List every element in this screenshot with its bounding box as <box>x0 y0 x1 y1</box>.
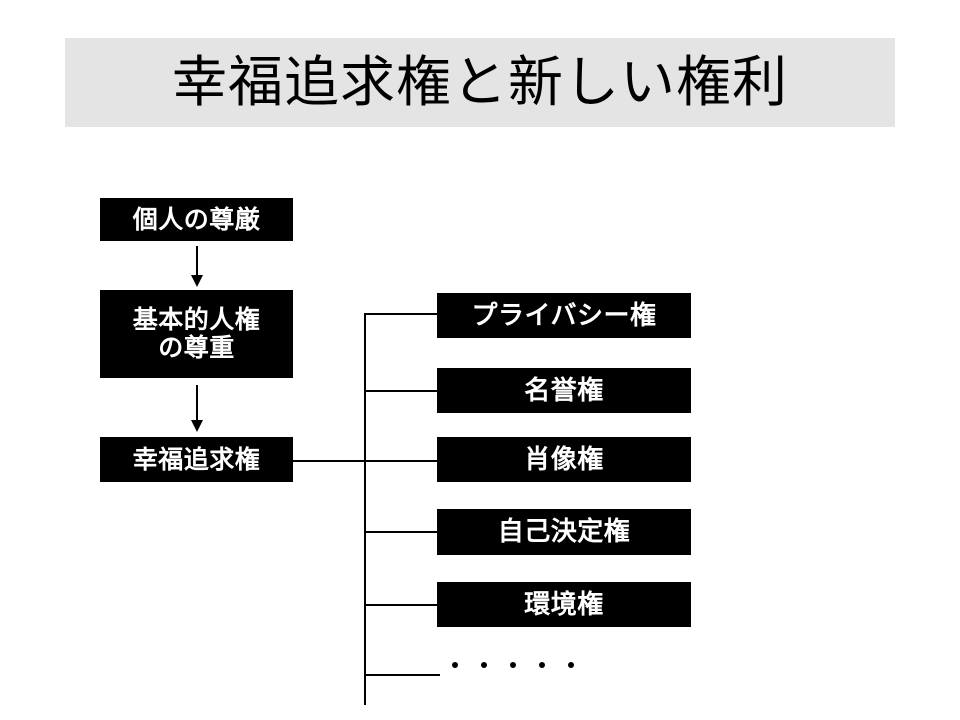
ellipsis-dot <box>539 662 545 668</box>
ellipsis-dots <box>452 662 574 668</box>
node-box-portrait-right: 肖像権 <box>437 437 691 482</box>
connector-branch-self-determination <box>364 531 438 533</box>
node-box-line-wrapper: 基本的人権 の尊重 <box>133 306 261 362</box>
connector-branch-portrait <box>293 460 438 462</box>
title-banner <box>65 38 895 127</box>
connector-branch-ellipsis <box>364 674 440 676</box>
ellipsis-dot <box>481 662 487 668</box>
down-arrow-icon-2-head <box>191 420 203 432</box>
connector-trunk-line <box>364 313 366 705</box>
page-title: 幸福追求権と新しい権利 <box>171 51 788 113</box>
node-box-privacy-right: プライバシー権 <box>437 293 691 338</box>
connector-branch-environmental <box>364 604 438 606</box>
node-box-self-determination-right: 自己決定権 <box>437 509 691 555</box>
ellipsis-dot <box>568 662 574 668</box>
down-arrow-icon-2-shaft <box>196 385 198 421</box>
node-box-dignity: 個人の尊厳 <box>100 198 293 241</box>
connector-branch-privacy <box>364 313 438 315</box>
node-box-line-2: の尊重 <box>158 334 235 362</box>
ellipsis-dot <box>510 662 516 668</box>
down-arrow-icon-1-head <box>191 275 203 287</box>
node-box-basic-human-rights-respect: 基本的人権 の尊重 <box>100 290 293 378</box>
node-box-line-1: 基本的人権 <box>132 306 261 334</box>
node-box-honor-right: 名誉権 <box>437 368 691 413</box>
node-box-pursuit-of-happiness: 幸福追求権 <box>100 437 293 482</box>
down-arrow-icon-1-shaft <box>196 246 198 276</box>
connector-branch-honor <box>364 390 438 392</box>
ellipsis-dot <box>452 662 458 668</box>
node-box-environmental-right: 環境権 <box>437 582 691 627</box>
